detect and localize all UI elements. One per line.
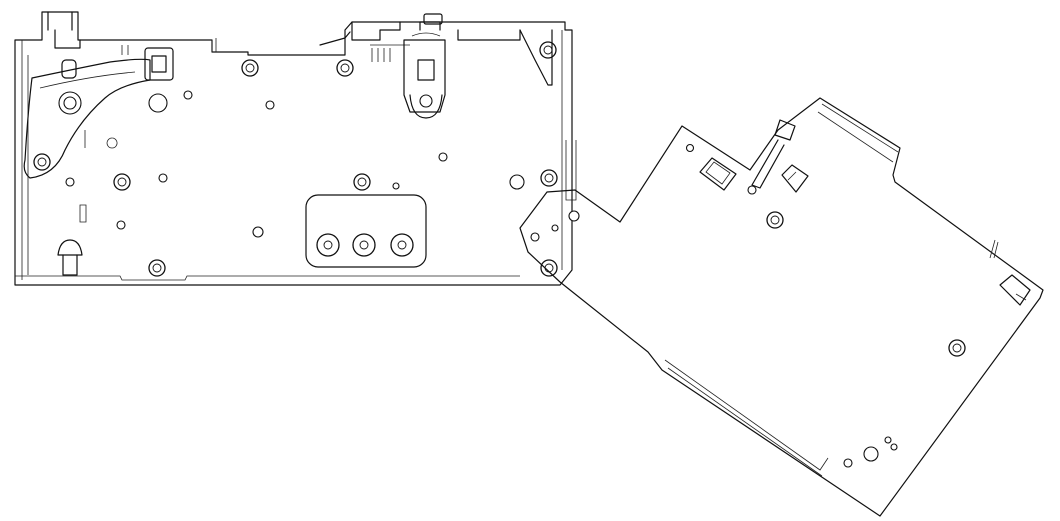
lever-arm bbox=[23, 58, 151, 179]
small-hole bbox=[392, 182, 400, 190]
stud-plate bbox=[305, 194, 427, 268]
right-rail bbox=[561, 30, 577, 270]
small-hole bbox=[116, 220, 126, 230]
round-boss bbox=[148, 93, 168, 113]
stud bbox=[352, 233, 376, 257]
stud bbox=[390, 233, 414, 257]
mushroom-post bbox=[57, 239, 83, 276]
top-clip bbox=[47, 11, 81, 49]
panel-outline bbox=[519, 97, 1044, 517]
square-bracket bbox=[144, 47, 174, 81]
small-hole bbox=[685, 143, 695, 153]
housing-floor bbox=[15, 275, 520, 281]
small-hole bbox=[252, 226, 264, 238]
small-hole bbox=[551, 224, 559, 232]
panel-boss bbox=[863, 446, 879, 462]
panel-lever bbox=[751, 119, 796, 189]
panel-window bbox=[699, 157, 737, 191]
screw bbox=[540, 259, 558, 277]
housing-left-wall bbox=[21, 40, 29, 280]
screw bbox=[336, 59, 354, 77]
small-hole bbox=[438, 152, 448, 162]
rotated-panel bbox=[519, 97, 1044, 517]
small-hole bbox=[884, 436, 892, 444]
stud bbox=[316, 233, 340, 257]
small-hole bbox=[65, 177, 75, 187]
latch-pivot bbox=[419, 94, 433, 108]
panel-right-tab bbox=[999, 274, 1031, 306]
screw bbox=[353, 173, 371, 191]
screw bbox=[148, 259, 166, 277]
left-housing bbox=[14, 11, 577, 286]
panel-top-flange bbox=[817, 103, 899, 163]
boss-inner bbox=[63, 96, 77, 110]
small-hole bbox=[568, 210, 580, 222]
screw bbox=[113, 173, 131, 191]
small-hole bbox=[265, 100, 275, 110]
small-hole bbox=[890, 443, 898, 451]
slot bbox=[79, 204, 87, 223]
small-hole bbox=[843, 458, 853, 468]
small-hole bbox=[530, 232, 540, 242]
housing-outline bbox=[14, 11, 573, 286]
small-hole bbox=[183, 90, 193, 100]
oval-hole bbox=[509, 174, 525, 190]
screw bbox=[948, 339, 966, 357]
screw bbox=[33, 153, 51, 171]
latch-mechanism bbox=[319, 13, 553, 119]
panel-latch bbox=[781, 164, 809, 193]
panel-flange bbox=[664, 359, 829, 471]
screw bbox=[241, 59, 259, 77]
small-tab bbox=[61, 59, 77, 79]
small-hole bbox=[158, 173, 168, 183]
screw bbox=[539, 41, 557, 59]
small-hole bbox=[106, 137, 118, 149]
screw bbox=[540, 169, 558, 187]
screw bbox=[766, 211, 784, 229]
